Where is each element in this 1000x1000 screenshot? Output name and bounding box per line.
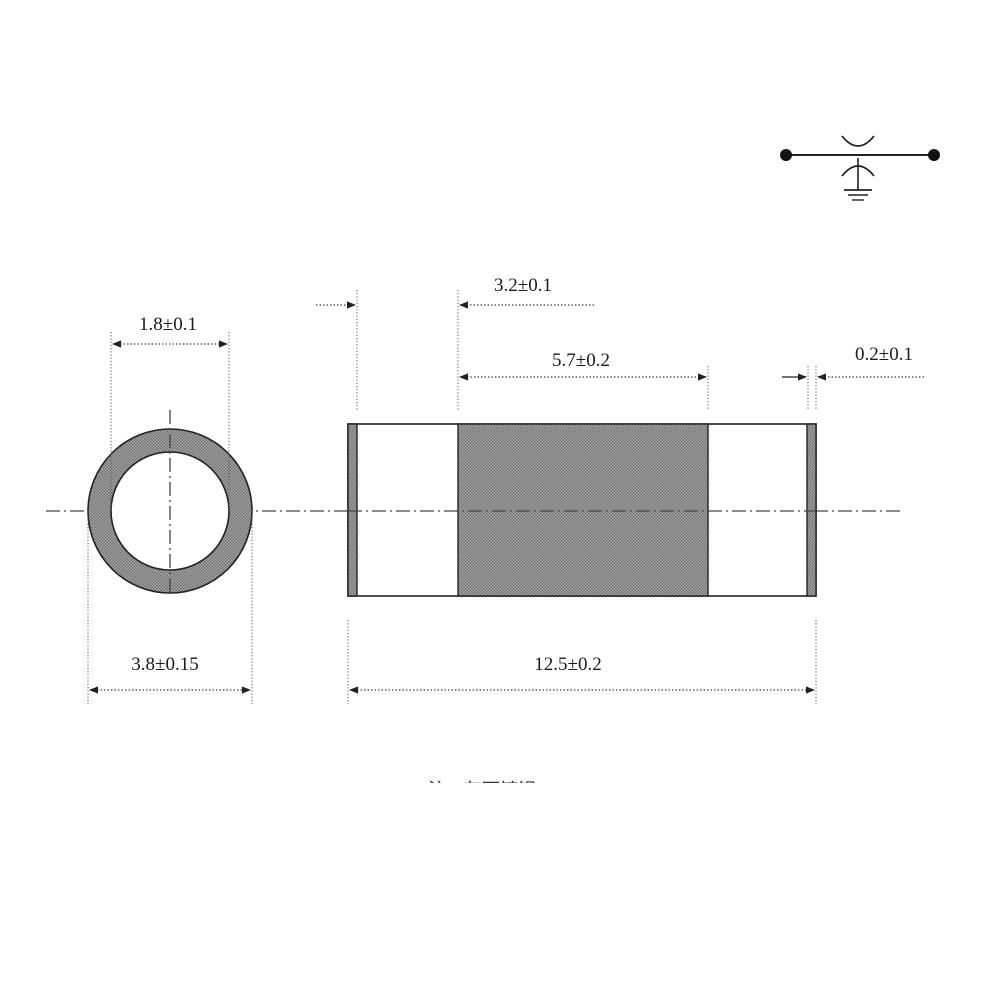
middle-band: [457, 423, 709, 597]
right-end-band: [806, 423, 817, 597]
terminal-left-dot: [780, 149, 792, 161]
side-view-body: [347, 423, 817, 597]
outer-diameter-label: 3.8±0.15: [131, 654, 198, 675]
surge-arrester-symbol: [780, 135, 940, 201]
left-end-band: [347, 423, 358, 597]
cap-length-label: 3.2±0.1: [494, 275, 552, 296]
end-view-ring: [87, 410, 253, 595]
inner-diameter-label: 1.8±0.1: [139, 314, 197, 335]
cap-length-dimension: 3.2±0.1: [316, 275, 594, 410]
outer-diameter-dimension: 3.8±0.15: [87, 511, 253, 704]
band-length-dimension: 5.7±0.2: [459, 350, 709, 410]
end-gap-dimension: 0.2±0.1: [782, 344, 924, 410]
plating-note-caption: 注：灰面镀银: [428, 780, 536, 801]
inner-diameter-dimension: 1.8±0.1: [110, 314, 230, 511]
band-length-label: 5.7±0.2: [552, 350, 610, 371]
total-length-dimension: 12.5±0.2: [347, 620, 817, 704]
end-gap-label: 0.2±0.1: [855, 344, 913, 365]
total-length-label: 12.5±0.2: [534, 654, 601, 675]
terminal-right-dot: [928, 149, 940, 161]
